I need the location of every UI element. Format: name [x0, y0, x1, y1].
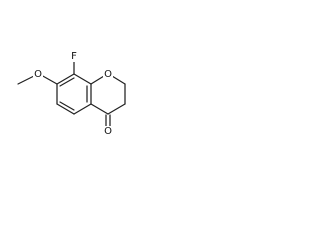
methoxy-oxygen-label: O	[34, 69, 42, 80]
bond-carbonyl-aromatic	[90, 103, 109, 115]
double-bond-inner-a	[59, 77, 75, 87]
fluorine-label: F	[71, 51, 77, 62]
bond-methoxy-ring	[40, 74, 58, 85]
chemical-structure-diagram: F O O O	[17, 51, 126, 137]
bonds-group	[17, 60, 126, 128]
methoxy-oxygen-label-background	[33, 69, 43, 80]
fluorine-label-background	[69, 51, 79, 62]
bond-ring-oxygen-ch2	[111, 75, 126, 85]
bond-ring-e	[56, 103, 75, 115]
bond-ring-d	[73, 103, 92, 115]
atom-labels-group: F O O O	[33, 51, 113, 137]
molecule-canvas: F O O O	[0, 0, 152, 152]
bond-ch2-carbonyl	[107, 103, 126, 115]
double-bond-inner-c	[59, 101, 75, 111]
ring-oxygen-label-background	[103, 69, 113, 80]
bond-methyl-methoxy	[17, 75, 35, 85]
ring-oxygen-label: O	[104, 69, 112, 80]
bond-ring-a	[56, 73, 75, 85]
carbonyl-oxygen-label-background	[103, 126, 113, 137]
bond-aromatic-ring-oxygen	[90, 75, 105, 85]
carbonyl-oxygen-label: O	[104, 126, 112, 137]
bond-ring-b	[73, 73, 92, 85]
